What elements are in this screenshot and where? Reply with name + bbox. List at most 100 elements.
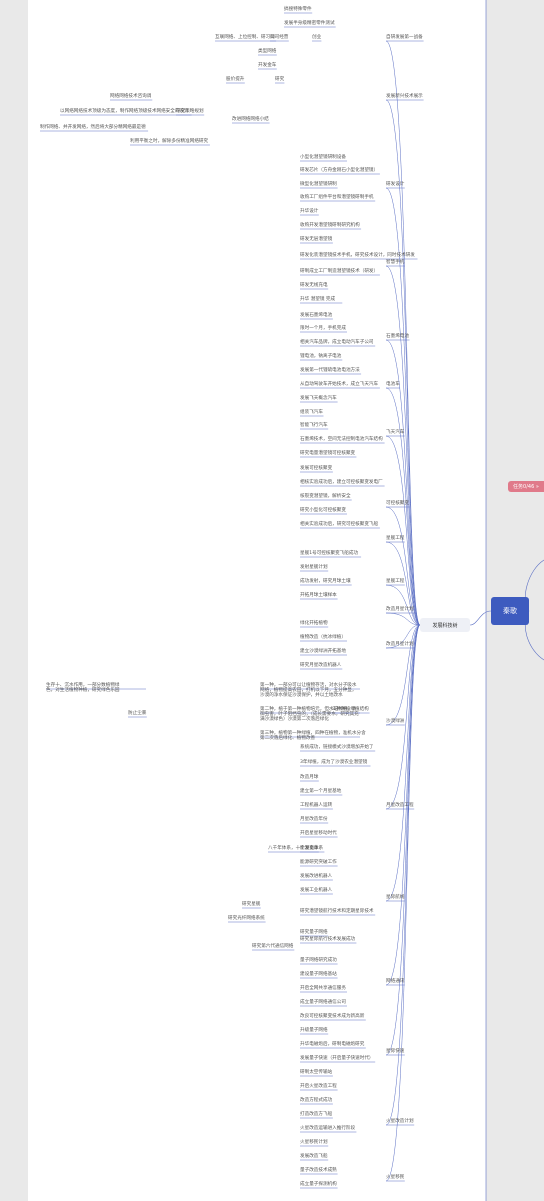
leaf-node[interactable]: 月星改造年份 <box>300 817 328 822</box>
leaf-node[interactable]: 绿化开拓植物 <box>300 621 328 626</box>
category-node[interactable]: 星际快速 <box>386 1049 405 1054</box>
leaf-node[interactable]: 研发芯片（方舟金刚石小型化潜望镜） <box>300 168 379 173</box>
category-node[interactable]: 电池车 <box>386 382 400 387</box>
leaf-node[interactable]: 第一种，一部分可以让植物存活，对水分子吸水网络，植物提高农田，打机以下月，五分钟… <box>260 683 357 698</box>
leaf-node[interactable]: 研究星际航行技术发展成功 <box>300 937 356 942</box>
leaf-node[interactable]: 第二种，植于第一种植物培元，但水培绿植，防御虫害，叶子阻挡虫的，（成长需要水，研… <box>260 707 359 722</box>
leaf-node[interactable]: 发展可控核聚变 <box>300 466 333 471</box>
category-node[interactable]: 智慧手机 <box>386 260 405 265</box>
leaf-node[interactable]: 发展飞天概念汽车 <box>300 396 337 401</box>
category-node[interactable]: 火星移民 <box>386 1175 405 1180</box>
leaf-node[interactable]: 发展半身级精密零件测试 <box>284 21 335 26</box>
leaf-node[interactable]: 发射星舰计划 <box>300 565 328 570</box>
leaf-node[interactable]: 成立量子探测机构 <box>300 1182 337 1187</box>
leaf-node[interactable]: 升华设计 <box>300 209 319 214</box>
leaf-node[interactable]: 研制太空传输站 <box>300 1070 333 1075</box>
leaf-node[interactable]: 升华电磁炮后，研制电磁炮研究 <box>300 1042 365 1047</box>
leaf-node[interactable]: 研发无层潜望镜 <box>300 237 333 242</box>
leaf-node[interactable]: 植物改造（抗冰绿植） <box>300 635 346 640</box>
leaf-node[interactable]: 研究电量潜望镜可控核聚变 <box>300 451 356 456</box>
leaf-node[interactable]: 升华 潜望镜 完成 <box>300 297 336 302</box>
category-node[interactable]: 发展新兴技术展示 <box>386 94 423 99</box>
category-node[interactable]: 自研发展第一战备 <box>386 35 423 40</box>
leaf-node[interactable]: 研究策略规划 <box>176 109 204 114</box>
leaf-node[interactable]: 成功发射，研究月球土壤 <box>300 579 351 584</box>
leaf-node[interactable]: 工程机器人运转 <box>300 803 333 808</box>
category-node[interactable]: 火星改造计划 <box>386 1119 414 1124</box>
leaf-node[interactable]: 发展工业机器人 <box>300 888 333 893</box>
leaf-node[interactable]: 研究小型化可控核聚变 <box>300 508 346 513</box>
leaf-node[interactable]: 研究星舰 <box>242 902 261 907</box>
leaf-node[interactable]: 开发金车 <box>258 63 277 68</box>
leaf-node[interactable]: 从自动驾驶车开始技术，成立飞天汽车 <box>300 382 379 387</box>
category-node[interactable]: 星际航线 <box>386 895 405 900</box>
leaf-node[interactable]: 发展量子快速（开启量子快速时代） <box>300 1056 374 1061</box>
leaf-node[interactable]: 股价提升 <box>226 77 245 82</box>
branch-node-tech-tree[interactable]: 发展科技树 <box>420 618 470 632</box>
leaf-node[interactable]: 建立沙漠绿洲开拓基地 <box>300 649 346 654</box>
leaf-node[interactable]: 创业 <box>312 35 322 40</box>
leaf-node[interactable]: 建设量子网络基站 <box>300 972 337 977</box>
category-node[interactable]: 星舰工程 <box>386 536 405 541</box>
leaf-node[interactable]: 研究第六代通信网络 <box>252 944 294 949</box>
leaf-node[interactable]: 发展第一代锂硫电池电池方法 <box>300 368 360 373</box>
leaf-node[interactable]: 开启火星改造工程 <box>300 1084 337 1089</box>
leaf-node[interactable]: 相核实验成功后，建立可控核聚变发电厂 <box>300 480 383 485</box>
category-node[interactable]: 网络通讯 <box>386 979 405 984</box>
leaf-node[interactable]: 研发无线充电 <box>300 283 328 288</box>
leaf-node[interactable]: 公司经营 <box>270 35 289 40</box>
leaf-node[interactable]: 开启星星移动时代 <box>300 831 337 836</box>
category-node[interactable]: 星舰工程 <box>386 579 405 584</box>
leaf-node[interactable]: 量子改造技术成熟 <box>300 1168 337 1173</box>
root-node[interactable]: 秦歌 <box>491 597 529 625</box>
leaf-node[interactable]: 相关汽车品牌，成立电动汽车子公司 <box>300 340 374 345</box>
leaf-node[interactable]: 研究 <box>275 77 285 82</box>
category-node[interactable]: 改造月星计划 <box>386 607 414 612</box>
leaf-node[interactable]: 生存十、沉水作用，一部分数植物绿色，对生活植物种植，研究绿色乐园 <box>46 683 120 693</box>
leaf-node[interactable]: 收购工厂组件平台和潜望镜研制手机 <box>300 195 374 200</box>
leaf-node[interactable]: 开拓月球土壤样本 <box>300 593 337 598</box>
leaf-node[interactable]: 石墨烯技术，空间无法控制电池汽车结构 <box>300 437 383 442</box>
leaf-node[interactable]: 研发化装潜望镜技术手机，研究技术设计，同时技术研发 <box>300 253 415 258</box>
leaf-node[interactable]: 类型网络 <box>258 49 277 54</box>
leaf-node[interactable]: 量子网络研究成功 <box>300 958 337 963</box>
leaf-node[interactable]: 小型化潜望镜研制设备 <box>300 155 346 160</box>
task-progress-badge[interactable]: 任务0/46 » <box>508 481 544 492</box>
leaf-node[interactable]: 互联网络、上位控制、研习网 <box>215 35 275 40</box>
category-node[interactable]: 沙漠绿洲 <box>386 719 405 724</box>
leaf-node[interactable]: 利用平衡之时，解除多份精准网络研究 <box>130 139 209 144</box>
leaf-node[interactable]: 以网络网络技术顶级为态度，制作网络顶级技术网络安全的设计 <box>60 109 189 114</box>
leaf-node[interactable]: 改造方程式成功 <box>300 1098 333 1103</box>
leaf-node[interactable]: 锂电池，钠离子电池 <box>300 354 342 359</box>
leaf-node[interactable]: 研制成立工厂制造潜望镜技术（研发） <box>300 269 379 274</box>
leaf-node[interactable]: 网络网络技术咨询调 <box>110 94 152 99</box>
leaf-node[interactable]: 研究潜望镜航行技术和定期星际技术 <box>300 909 374 914</box>
leaf-node[interactable]: 火星移民计划 <box>300 1140 328 1145</box>
leaf-node[interactable]: 研究月星改造机器人 <box>300 663 342 668</box>
leaf-node[interactable]: 系统成功，链接模式沙漠增加开始了 <box>300 745 374 750</box>
leaf-node[interactable]: 打造改造方飞船 <box>300 1112 333 1117</box>
leaf-node[interactable]: 组装飞汽车 <box>300 410 323 415</box>
category-node[interactable]: 石墨烯电池 <box>386 334 409 339</box>
leaf-node[interactable]: 成立量子网络通信公司 <box>300 1000 346 1005</box>
leaf-node[interactable]: 改造月球 <box>300 775 319 780</box>
leaf-node[interactable]: 搞搜特殊零件 <box>284 7 312 12</box>
leaf-node[interactable]: 星舰1号可控核聚变飞船成功 <box>300 551 359 556</box>
leaf-node[interactable]: 开启全网共享通信服务 <box>300 986 346 991</box>
leaf-node[interactable]: 限时一个月，手机完成 <box>300 326 346 331</box>
leaf-node[interactable]: 3年绿植，成为了沙漠农业潜望镜 <box>300 760 368 765</box>
leaf-node[interactable]: 智能飞行汽车 <box>300 423 328 428</box>
leaf-node[interactable]: 改进网络网络小结 <box>232 117 269 122</box>
leaf-node[interactable]: 建立第一个月星基地 <box>300 789 342 794</box>
category-node[interactable]: 月星改造工程 <box>386 803 414 808</box>
leaf-node[interactable]: 发展改造飞船 <box>300 1154 328 1159</box>
leaf-node[interactable]: 发展石墨烯电池 <box>300 313 333 318</box>
leaf-node[interactable]: 相关实验成功后，研究可控核聚变飞船 <box>300 522 379 527</box>
leaf-node[interactable]: 八千年体系，十个发电体系 <box>268 846 324 851</box>
leaf-node[interactable]: 发展改进机器人 <box>300 874 333 879</box>
category-node[interactable]: 改造月星计划 <box>386 642 414 647</box>
leaf-node[interactable]: 能源变革 <box>300 846 319 851</box>
leaf-node[interactable]: 核裂变潜望镜，解析安全 <box>300 494 351 499</box>
leaf-node[interactable]: 三种种植绿植结构 <box>332 707 369 712</box>
leaf-node[interactable]: 火星改造运输进入推行阶段 <box>300 1126 356 1131</box>
